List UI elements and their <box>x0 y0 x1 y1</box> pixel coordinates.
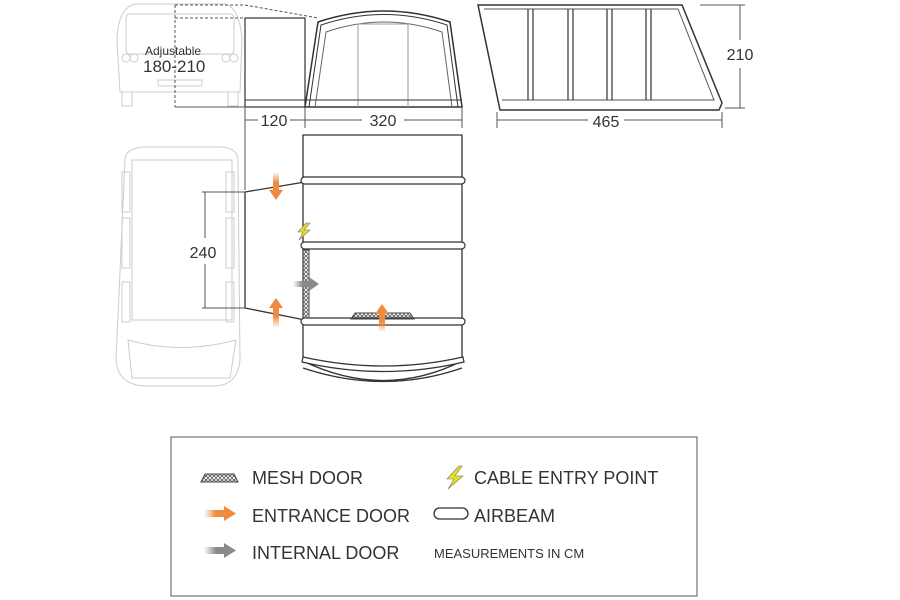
airbeam-icon <box>433 507 469 520</box>
van-top-outline <box>115 146 241 387</box>
cable-entry-legend-icon <box>446 465 464 490</box>
tent-floor <box>302 134 463 382</box>
length-label: 465 <box>593 114 620 131</box>
entrance-door-icon <box>204 506 236 521</box>
mesh-door-icon <box>200 473 239 483</box>
internal-door-icon <box>204 543 236 558</box>
van-height-label: 180-210 <box>143 57 205 76</box>
annex-floor <box>244 181 306 321</box>
entrance-arrow-top <box>269 172 283 200</box>
legend-mesh-door: MESH DOOR <box>252 468 363 488</box>
legend-internal-door: INTERNAL DOOR <box>252 543 399 563</box>
plan-view: 240 <box>115 134 466 387</box>
legend-entrance-door: ENTRANCE DOOR <box>252 506 410 526</box>
height-label: 210 <box>727 47 754 64</box>
side-view: 210 465 <box>477 4 754 131</box>
annex-depth-label: 240 <box>190 245 217 262</box>
cable-entry-icon <box>297 222 311 241</box>
internal-door-arrow <box>293 277 319 291</box>
tent-front-arch <box>304 10 463 108</box>
entrance-arrow-bottom <box>269 298 283 328</box>
tent-width-label: 320 <box>370 113 397 130</box>
annex-width-label: 120 <box>261 113 288 130</box>
van-rear-outline <box>116 3 243 107</box>
front-view: Adjustable 180-210 120 320 <box>116 3 463 190</box>
annex-front <box>244 17 306 108</box>
adjustable-label: Adjustable <box>145 44 201 58</box>
legend-cable-entry: CABLE ENTRY POINT <box>474 468 658 488</box>
entrance-arrow-front <box>375 304 389 332</box>
legend: MESH DOOR ENTRANCE DOOR INTERNAL DOOR CA… <box>170 436 698 597</box>
legend-airbeam: AIRBEAM <box>474 506 555 526</box>
units-note: MEASUREMENTS IN CM <box>434 546 584 561</box>
